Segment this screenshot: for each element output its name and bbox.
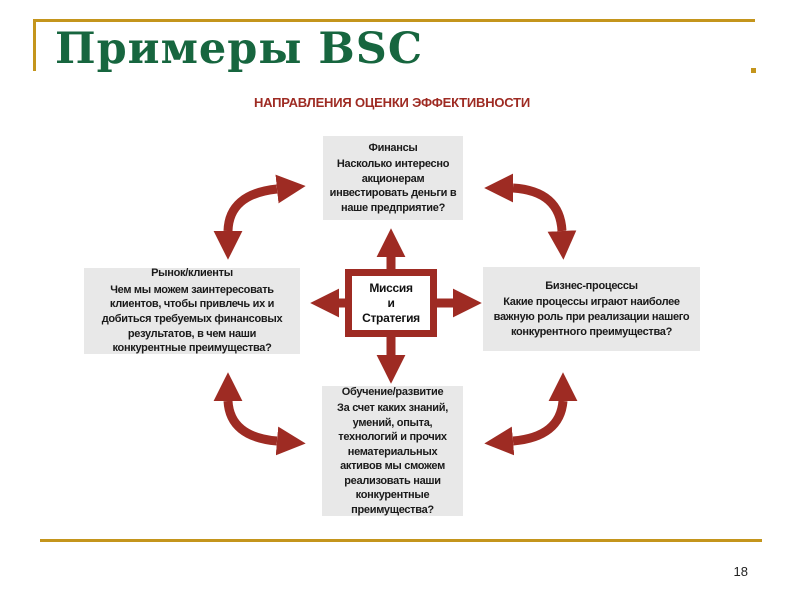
learning-box: Обучение/развитие За счет каких знаний, … xyxy=(322,386,463,516)
accent-dot xyxy=(751,68,756,73)
arrow-market-finance xyxy=(213,174,306,260)
learning-box-title: Обучение/развитие xyxy=(341,385,444,398)
arrow-finance-process xyxy=(484,173,577,260)
page-number: 18 xyxy=(733,564,748,579)
top-accent-line xyxy=(33,19,755,22)
mission-strategy-box: Миссия и Стратегия xyxy=(345,269,437,337)
market-box-body: Чем мы можем заинтересовать клиентов, чт… xyxy=(101,283,283,355)
process-box-title: Бизнес-процессы xyxy=(545,279,638,292)
page-title: Примеры BSC xyxy=(55,24,424,74)
arrow-process-learning xyxy=(484,372,578,456)
finance-box-title: Финансы xyxy=(368,141,418,154)
arrow-market-learning xyxy=(213,372,306,456)
bottom-accent-line xyxy=(40,539,762,542)
process-box: Бизнес-процессы Какие процессы играют на… xyxy=(483,267,700,351)
finance-box: Финансы Насколько интересно акционерам и… xyxy=(323,136,463,220)
diagram-heading: НАПРАВЛЕНИЯ ОЦЕНКИ ЭФФЕКТИВНОСТИ xyxy=(253,95,531,110)
learning-box-body: За счет каких знаний, умений, опыта, тех… xyxy=(337,402,448,516)
finance-box-body: Насколько интересно акционерам инвестиро… xyxy=(329,158,457,214)
process-box-body: Какие процессы играют наиболее важную ро… xyxy=(493,296,690,338)
market-box-title: Рынок/клиенты xyxy=(151,267,233,280)
left-accent-line xyxy=(33,19,36,71)
market-box: Рынок/клиенты Чем мы можем заинтересоват… xyxy=(84,267,300,355)
